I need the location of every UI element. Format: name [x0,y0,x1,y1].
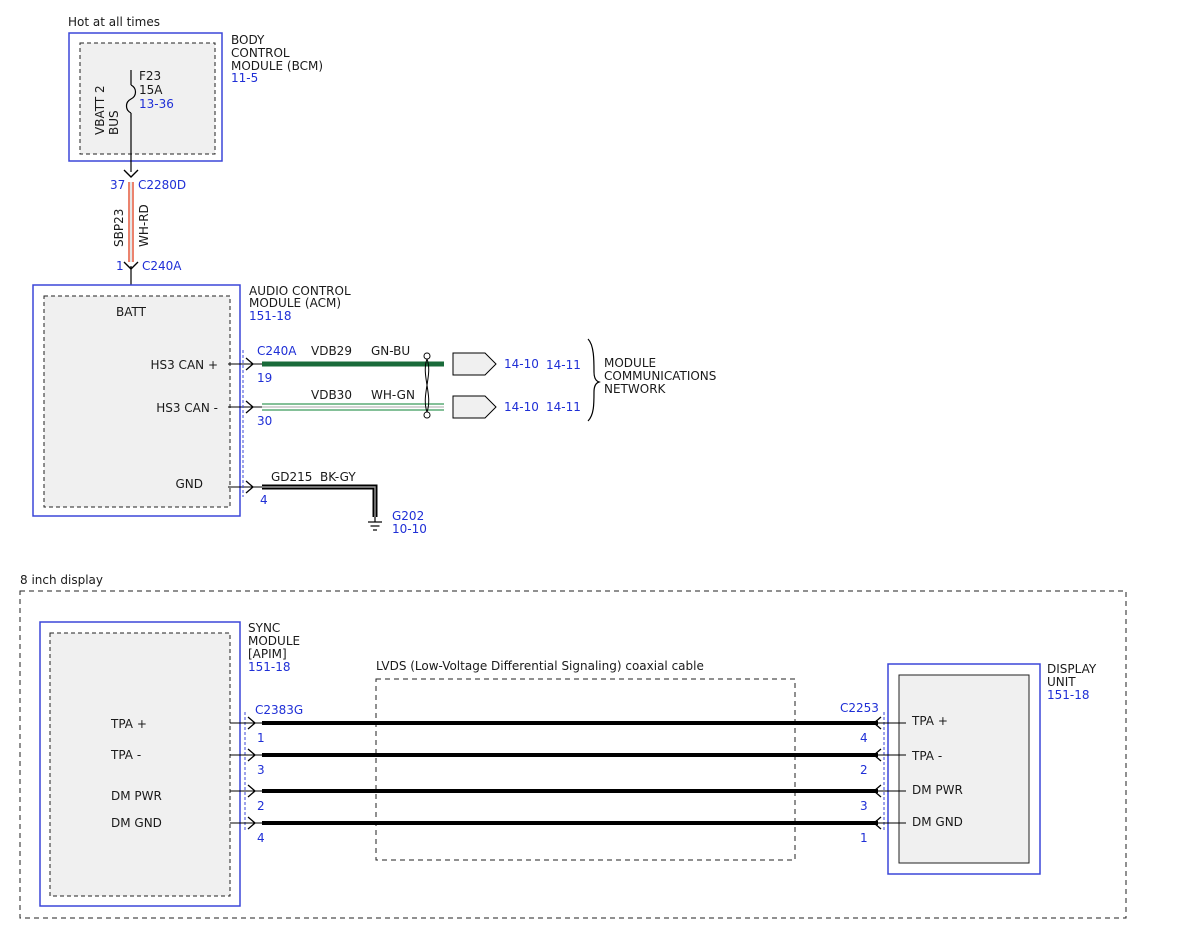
c2280d-connector-icon [123,169,139,178]
display-pin-label-dm-gnd: DM GND [912,815,963,829]
display-section-title: 8 inch display [20,573,103,587]
display-tpa-minus-connector-icon [873,748,882,762]
display-title-1: DISPLAY [1047,662,1097,676]
gd215-color: BK-GY [320,470,356,484]
network-brace [587,338,601,422]
acm-ref: 151-18 [249,309,292,323]
sync-dm-pwr-pin: 2 [257,799,265,813]
ground-ref: 10-10 [392,522,427,536]
vdb29-color: GN-BU [371,344,410,358]
acm-inner-box [43,295,231,508]
sync-pin-label-tpa-minus: TPA - [110,748,141,762]
sync-pin-label-dm-gnd: DM GND [111,816,162,830]
acm-pin-label-gnd: GND [175,477,203,491]
bcm-title-2: CONTROL [231,46,290,60]
network-label-1: MODULE [604,356,656,370]
hs3-can-plus-continuation-arrow [452,352,497,376]
acm-batt-pin: 1 [116,259,124,273]
sync-dm-gnd-pin: 4 [257,831,265,845]
twisted-pair-icon-2 [424,358,430,413]
vdb29-circuit: VDB29 [311,344,352,358]
network-label-2: COMMUNICATIONS [604,369,716,383]
bcm-title-1: BODY [231,33,265,47]
hs3-can-minus-continuation-arrow [452,395,497,419]
vbatt-bus-label-2: BUS [107,110,121,135]
hs3-can-minus-pin: 30 [257,414,272,428]
gd215-wire-stripe [262,486,376,517]
sync-pin-label-tpa-plus: TPA + [110,717,147,731]
acm-batt-label: BATT [116,305,147,319]
batt-wire-circuit: SBP23 [112,209,126,247]
lvds-wires: 1 4 3 2 2 3 4 1 [230,716,906,845]
vdb29-ref2: 14-11 [546,358,581,372]
vdb30-circuit: VDB30 [311,388,352,402]
vbatt-bus-label-1: VBATT 2 [93,85,107,135]
acm-title-2: MODULE (ACM) [249,296,341,310]
acm-pin-label-hs3-can-minus: HS3 CAN - [156,401,218,415]
gd215-wire [262,484,378,517]
display-tpa-plus-pin: 4 [860,731,868,745]
sync-tpa-minus-pin: 3 [257,763,265,777]
sync-ref: 151-18 [248,660,291,674]
display-section-frame [19,590,1127,919]
lvds-cable-frame [375,678,796,861]
gd215-circuit: GD215 [271,470,312,484]
display-dm-pwr-connector-icon [873,784,882,798]
acm-pin-label-hs3-can-plus: HS3 CAN + [150,358,218,372]
bcm-inner-box [79,42,216,155]
acm-connector-label: C240A [257,344,297,358]
hs3-can-plus-connector-icon [245,357,254,371]
vdb30-ref1: 14-10 [504,400,539,414]
sync-dm-gnd-connector-icon [247,816,256,830]
hot-at-all-times-label: Hot at all times [68,15,160,29]
display-pin-label-dm-pwr: DM PWR [912,783,963,797]
twisted-pair-bottom-icon [423,411,431,419]
bcm-title-3: MODULE (BCM) [231,59,323,73]
display-dm-gnd-pin: 1 [860,831,868,845]
fuse-ref: 13-36 [139,97,174,111]
ground-name: G202 [392,509,424,523]
display-tpa-minus-pin: 2 [860,763,868,777]
display-ref: 151-18 [1047,688,1090,702]
sync-dm-pwr-connector-icon [247,784,256,798]
sync-tpa-plus-pin: 1 [257,731,265,745]
twisted-pair-top-icon [423,352,431,360]
fuse-name: F23 [139,69,161,83]
display-dm-gnd-connector-icon [873,816,882,830]
gnd-pin: 4 [260,493,268,507]
gnd-connector-icon [245,480,254,494]
sync-tpa-minus-connector-icon [247,748,256,762]
network-label-3: NETWORK [604,382,667,396]
display-connector: C2253 [840,701,879,715]
fuse-icon [125,84,137,114]
acm-batt-connector: C240A [142,259,182,273]
sync-pin-label-dm-pwr: DM PWR [111,789,162,803]
display-title-2: UNIT [1047,675,1076,689]
batt-wire-color: WH-RD [137,204,151,247]
hs3-can-minus-connector-icon [245,400,254,414]
sync-title-3: [APIM] [248,647,287,661]
sync-tpa-plus-connector-icon [247,716,256,730]
bcm-ref: 11-5 [231,71,258,85]
display-inner-box [898,674,1030,864]
acm-title-1: AUDIO CONTROL [249,284,351,298]
sync-title-2: MODULE [248,634,300,648]
hs3-can-plus-pin: 19 [257,371,272,385]
sync-inner-box [49,632,231,897]
display-pin-label-tpa-plus: TPA + [911,714,948,728]
vdb30-ref2: 14-11 [546,400,581,414]
sync-connector: C2383G [255,703,303,717]
vdb30-color: WH-GN [371,388,415,402]
display-tpa-plus-connector-icon [873,716,882,730]
vdb29-ref1: 14-10 [504,357,539,371]
sync-title-1: SYNC [248,621,280,635]
lvds-cable-label: LVDS (Low-Voltage Differential Signaling… [376,659,704,673]
bcm-connector: C2280D [138,178,186,192]
display-pin-label-tpa-minus: TPA - [911,749,942,763]
display-dm-pwr-pin: 3 [860,799,868,813]
fuse-rating: 15A [139,83,163,97]
bcm-pin: 37 [110,178,125,192]
